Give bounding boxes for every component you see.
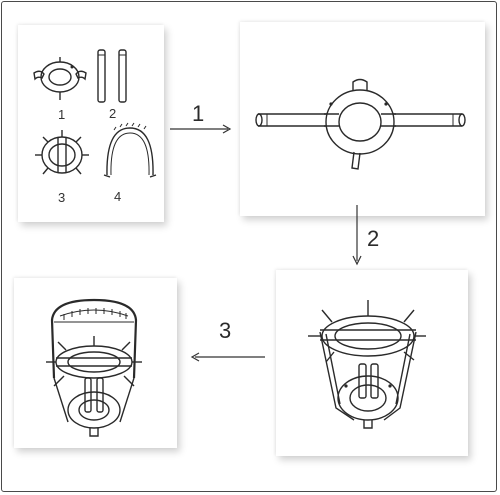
step-1-arrow xyxy=(170,124,232,134)
part-label-1: 1 xyxy=(58,107,65,122)
ring-with-tubes-drawing xyxy=(255,78,466,170)
step-1-result-panel xyxy=(240,22,485,216)
final-assembly-panel xyxy=(14,278,177,448)
part-4-handle-drawing xyxy=(103,122,157,178)
part-2-tubes-drawing xyxy=(97,49,127,103)
part-1-ring-drawing xyxy=(33,57,87,100)
part-label-4: 4 xyxy=(114,189,121,204)
step-1-label: 1 xyxy=(192,101,205,126)
step-2-result-panel xyxy=(276,270,468,456)
final-assembly-drawing xyxy=(46,298,142,437)
step-2-label: 2 xyxy=(367,226,380,251)
part-label-3: 3 xyxy=(58,190,65,205)
step-3-label: 3 xyxy=(219,318,232,343)
rack-assembly-drawing xyxy=(308,300,426,429)
parts-panel: 1 2 3 4 xyxy=(18,25,164,222)
step-2-arrow xyxy=(352,205,362,266)
part-label-2: 2 xyxy=(109,106,116,121)
part-3-rack-drawing xyxy=(35,130,89,175)
step-3-arrow xyxy=(190,352,265,362)
